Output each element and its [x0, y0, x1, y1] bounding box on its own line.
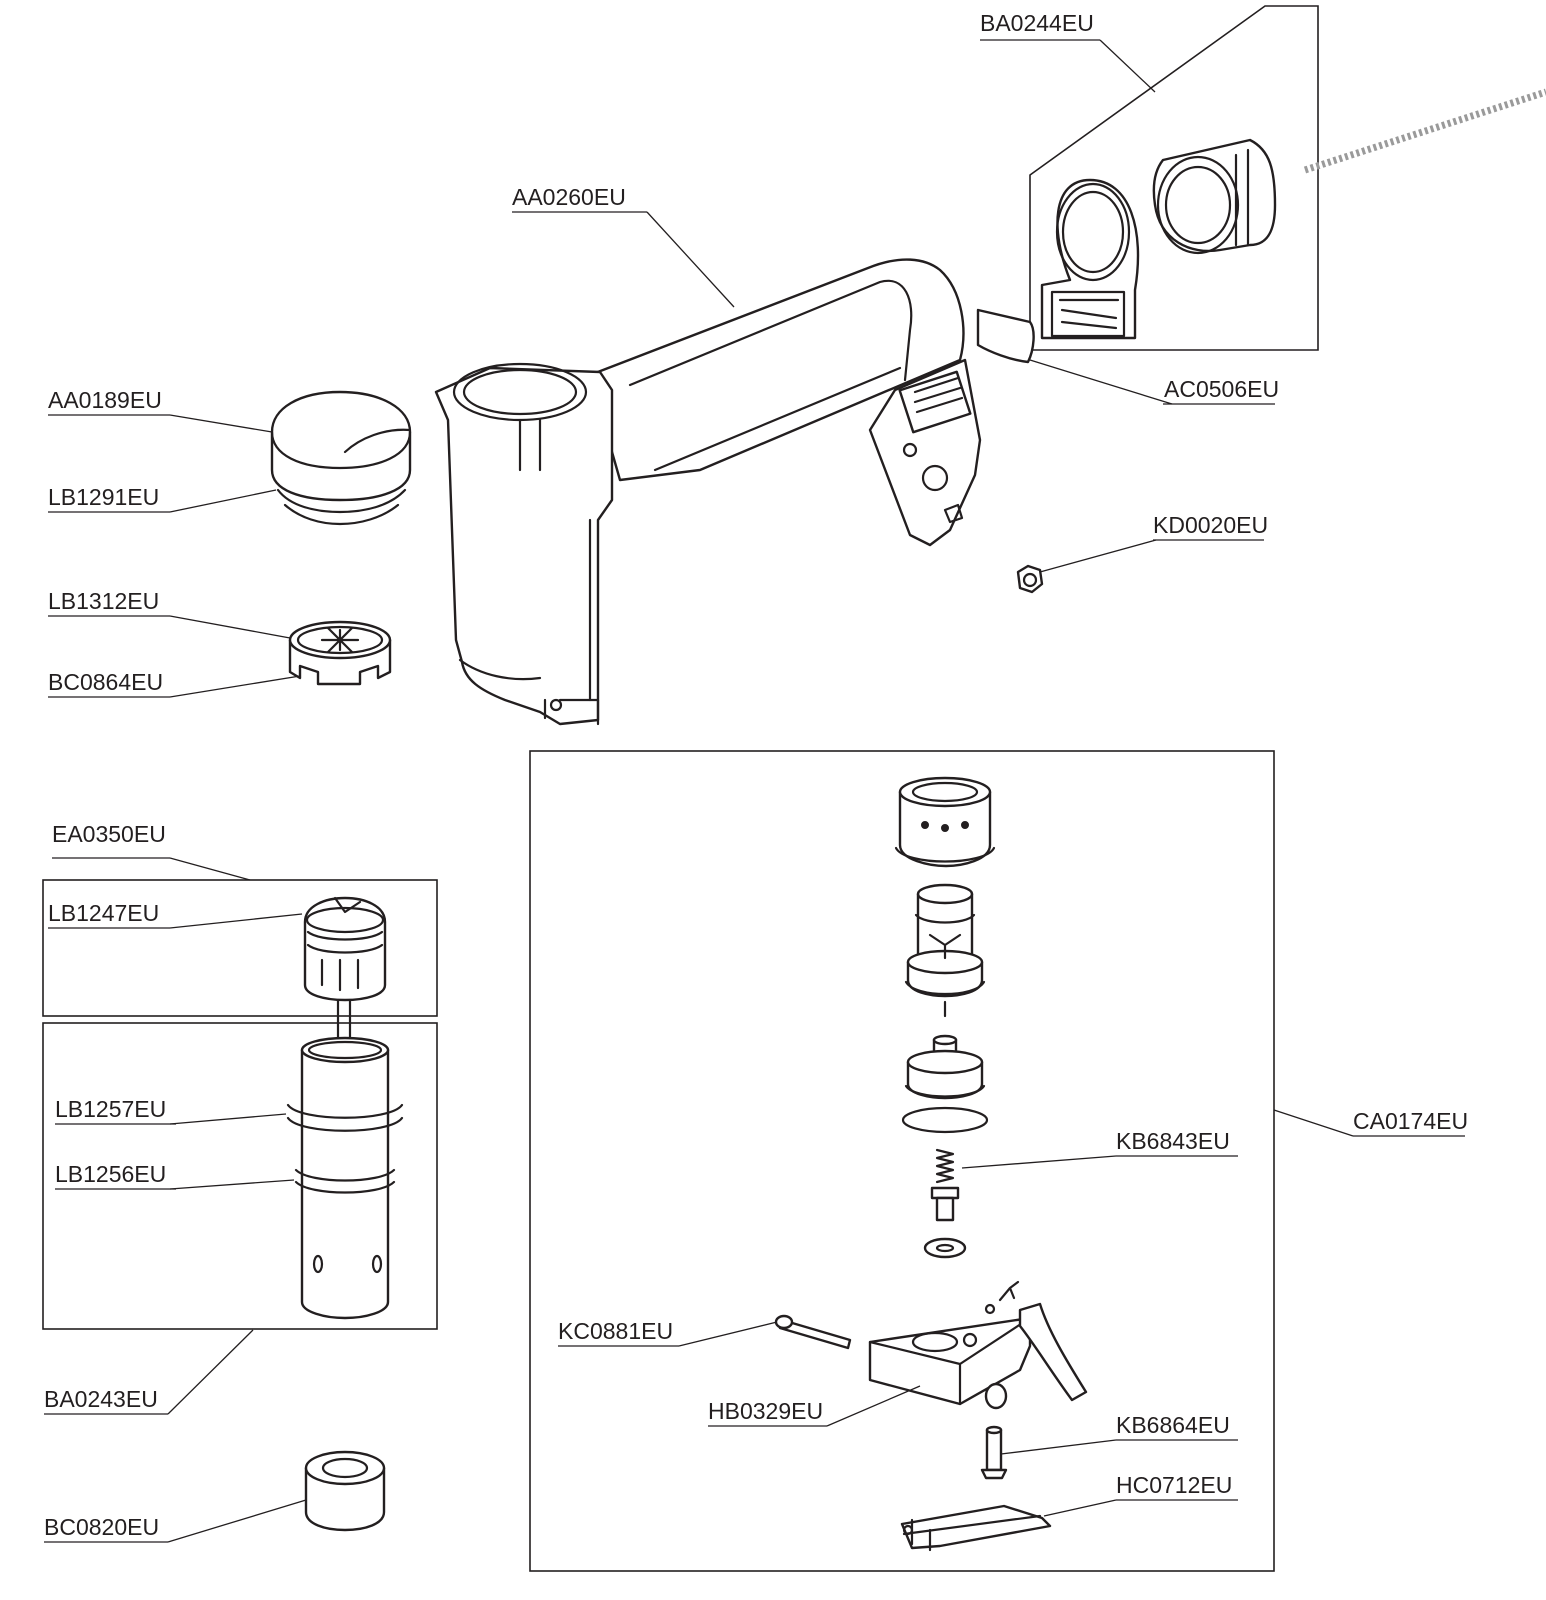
aa0189eu-cap-part [270, 390, 412, 502]
leader-lines [167, 39, 1354, 1543]
lb1312eu-bc0864eu-part [288, 620, 392, 686]
exhaust-bracket-part [1040, 178, 1140, 340]
label-ea0350eu: EA0350EU [52, 821, 166, 847]
label-bc0820eu: BC0820EU [44, 1514, 159, 1540]
label-ba0244eu: BA0244EU [980, 10, 1094, 36]
label-kd0020eu: KD0020EU [1153, 512, 1268, 538]
label-lb1256eu: LB1256EU [55, 1161, 166, 1187]
label-hc0712eu: HC0712EU [1116, 1472, 1232, 1498]
bc0820eu-bushing-part [304, 1450, 386, 1532]
label-kc0881eu: KC0881EU [558, 1318, 673, 1344]
connector-dotted-line [1303, 88, 1546, 174]
hc0712eu-lever-part [900, 1504, 1052, 1552]
kb6864eu-pin-part [980, 1425, 1008, 1480]
label-bc0864eu: BC0864EU [48, 669, 163, 695]
label-lb1257eu: LB1257EU [55, 1096, 166, 1122]
kd0020eu-nut-part [1016, 564, 1044, 594]
lb1247eu-valve-head-part [303, 896, 387, 1002]
ca0174eu-group-frame [529, 750, 1275, 1572]
label-underlines [44, 39, 1465, 1543]
ca0174eu-upper-valve-part [894, 776, 996, 868]
label-lb1247eu: LB1247EU [48, 900, 159, 926]
ac0506eu-part [976, 308, 1035, 364]
ba0243eu-sleeve-part [286, 1036, 404, 1320]
label-aa0260eu: AA0260EU [512, 184, 626, 210]
exhaust-cap-part [1152, 138, 1277, 255]
label-kb6864eu: KB6864EU [1116, 1412, 1230, 1438]
label-hb0329eu: HB0329EU [708, 1398, 823, 1424]
ca0174eu-spool-part [904, 883, 986, 1018]
label-ac0506eu: AC0506EU [1164, 376, 1279, 402]
hb0329eu-washer-part [984, 1382, 1008, 1410]
lb1291eu-oring-part [276, 488, 407, 526]
tool-body-part [434, 258, 982, 726]
ea0350eu-group-frame [42, 879, 438, 1017]
ba0243eu-group-frame [42, 1022, 438, 1330]
kc0881eu-pin-part [774, 1314, 852, 1350]
hb0329eu-trigger-part [868, 1280, 1088, 1406]
label-lb1291eu: LB1291EU [48, 484, 159, 510]
label-aa0189eu: AA0189EU [48, 387, 162, 413]
label-lb1312eu: LB1312EU [48, 588, 159, 614]
label-kb6843eu: KB6843EU [1116, 1128, 1230, 1154]
label-ca0174eu: CA0174EU [1353, 1108, 1468, 1134]
label-ba0243eu: BA0243EU [44, 1386, 158, 1412]
kb6843eu-spring-pin-part [923, 1148, 967, 1259]
ca0174eu-oring-part [901, 1106, 989, 1134]
ca0174eu-piston-part [904, 1034, 986, 1100]
